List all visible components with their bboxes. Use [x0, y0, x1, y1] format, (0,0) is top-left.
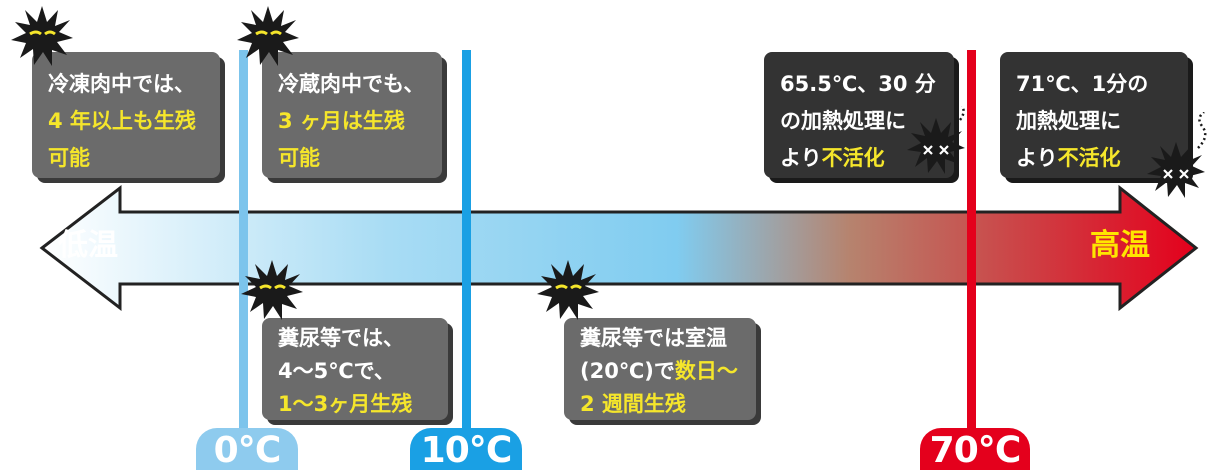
note-text: 71℃、1分の [1016, 72, 1149, 96]
marker-line-10c [462, 50, 471, 435]
note-highlight: 可能 [48, 146, 90, 170]
note-text: 糞尿等では、 [278, 326, 404, 350]
note-chilled-meat: 冷蔵肉中でも、 3 ヶ月は生残 可能 [262, 52, 442, 178]
note-highlight: 2 週間生残 [580, 392, 686, 416]
note-heat-71c: 71℃、1分の 加熱処理に より不活化 [1000, 52, 1188, 178]
note-heat-65c: 65.5℃、30 分 の加熱処理に より不活化 [764, 52, 954, 178]
marker-label-10c: 10℃ [410, 428, 522, 471]
note-text: より [780, 146, 822, 170]
note-manure-cold: 糞尿等では、 4～5℃で、 1～3ヶ月生残 [262, 318, 448, 420]
high-temperature-label: 高温 [1090, 228, 1150, 263]
note-highlight: 不活化 [1057, 146, 1121, 170]
note-text: 65.5℃、30 分 [780, 72, 936, 96]
note-text: 冷凍肉中では、 [48, 72, 195, 96]
note-text: の加熱処理に [780, 109, 906, 133]
note-text-with-highlight: (20℃)で数日～ [580, 355, 756, 388]
note-text: 冷蔵肉中でも、 [278, 72, 425, 96]
germ-icon-active [11, 6, 73, 66]
germ-icon-active [537, 260, 599, 320]
note-text: (20℃)で [580, 359, 675, 383]
marker-label-70c: 70℃ [920, 428, 1030, 471]
note-highlight: 可能 [278, 146, 320, 170]
note-text-with-highlight: より不活化 [780, 140, 954, 177]
note-highlight: 不活化 [821, 146, 885, 170]
marker-line-0c [239, 50, 248, 435]
note-text: 糞尿等では室温 [580, 326, 727, 350]
marker-label-0c: 0℃ [196, 428, 298, 471]
note-highlight: 4 年以上も生残 [48, 109, 196, 133]
note-text: 4～5℃で、 [278, 359, 395, 383]
germ-icon-inactivated [907, 106, 965, 174]
note-text-with-highlight: より不活化 [1016, 140, 1188, 177]
note-frozen-meat: 冷凍肉中では、 4 年以上も生残 可能 [32, 52, 220, 178]
note-highlight: 3 ヶ月は生残 [278, 109, 405, 133]
low-temperature-label: 低温 [58, 228, 118, 263]
note-manure-room-temp: 糞尿等では室温 (20℃)で数日～ 2 週間生残 [564, 318, 756, 420]
note-text: 加熱処理に [1016, 109, 1121, 133]
germ-icon-active [237, 6, 299, 66]
note-highlight: 1～3ヶ月生残 [278, 392, 413, 416]
note-highlight: 数日～ [674, 359, 738, 383]
marker-line-70c [967, 50, 976, 435]
germ-icon-active [241, 260, 303, 320]
germ-icon-inactivated [1147, 112, 1207, 198]
note-text: より [1016, 146, 1058, 170]
